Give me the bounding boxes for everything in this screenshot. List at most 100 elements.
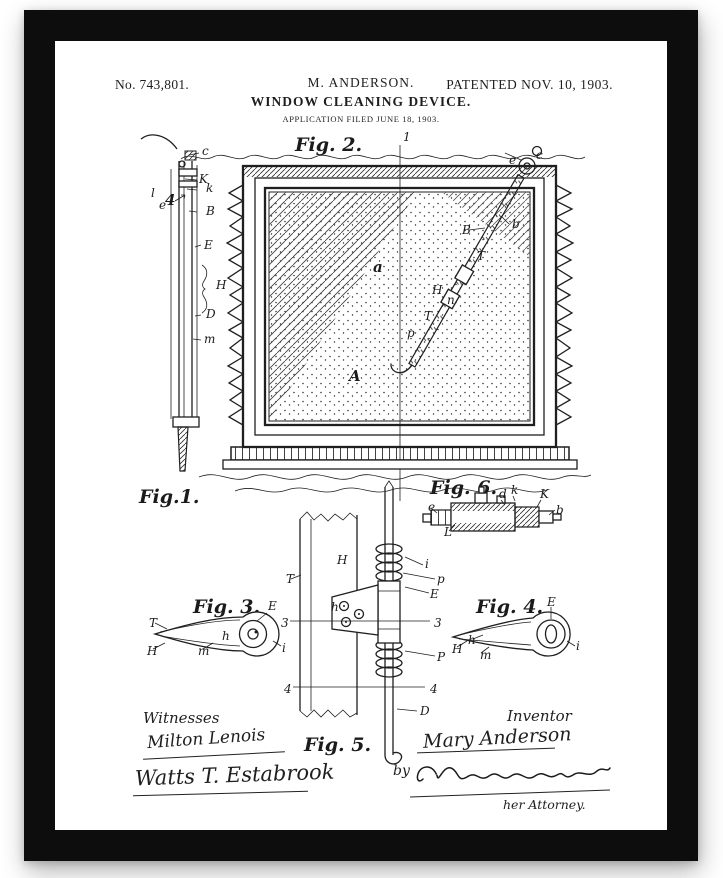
fig4-annotation: H <box>451 642 463 656</box>
fig2-annotation: B <box>461 223 471 237</box>
fig5-annotation: 4 <box>429 682 438 696</box>
fig2-drawing: Fig. 2. <box>180 130 592 501</box>
upper-clip <box>178 168 198 177</box>
wet-glass-hatch-right <box>441 192 530 257</box>
spring-upper <box>375 543 403 582</box>
fig3-annotation: h <box>222 629 230 643</box>
fig1-annotation: E <box>203 238 213 252</box>
spring-lower <box>375 639 403 678</box>
fig4-annotation: i <box>576 639 580 653</box>
frost-spikes-right <box>554 184 575 426</box>
wet-glass-hatch-left <box>269 192 417 421</box>
blade <box>177 426 189 472</box>
fig6-annotation: e <box>428 500 435 514</box>
fig2-label: Fig. 2. <box>294 134 362 156</box>
fig2-annotation: T <box>477 249 486 263</box>
bracket-plate <box>331 584 379 636</box>
leader-b <box>500 215 510 225</box>
fig1-annotation: B <box>205 204 215 218</box>
leader-ticks <box>430 495 556 532</box>
fig1-annotation: k <box>206 181 213 195</box>
header-center: M. ANDERSON. WINDOW CLEANING DEVICE. APP… <box>55 75 667 124</box>
rod-hook <box>384 751 403 765</box>
set-screw <box>474 492 488 504</box>
fig1-annotation: l <box>151 186 155 200</box>
fig1-annotation: D <box>205 307 216 321</box>
fig2-annotation: a <box>373 258 383 276</box>
fig6-annotation: L <box>443 525 452 539</box>
patent-drawing: Fig. 2. <box>138 130 592 765</box>
fig5-annotation: H <box>336 553 348 567</box>
bracket-bolts <box>338 600 365 628</box>
attorney-label: her Attorney. <box>503 797 586 812</box>
blade-outline <box>152 611 280 657</box>
top-cap <box>184 150 197 161</box>
fig6-annotation: K <box>539 487 550 501</box>
fig5-annotation: P <box>436 650 446 664</box>
leader-B <box>468 227 486 231</box>
rod-sleeve <box>377 580 401 644</box>
fig3-annotation: H <box>146 644 158 658</box>
witnesses-label: Witnesses <box>143 709 220 727</box>
fig4-annotation: E <box>546 595 556 609</box>
ground-line-2 <box>234 487 548 493</box>
application-line: APPLICATION FILED JUNE 18, 1903. <box>282 114 440 124</box>
wire <box>140 134 178 150</box>
fig3-annotation: i <box>282 641 286 655</box>
fig1-annotation: H <box>215 278 227 292</box>
window-sill <box>230 446 570 461</box>
fig2-annotation: c <box>536 148 543 162</box>
fig5-annotation: p <box>437 572 445 586</box>
fig2-annotation: A <box>347 367 361 385</box>
leader-ticks <box>456 607 576 654</box>
fig1-annotation: e <box>159 198 166 212</box>
fig5-annotation: h <box>331 600 339 614</box>
fig5-label: Fig. 5. <box>303 734 371 756</box>
wiper-arm <box>390 173 525 374</box>
inventor-name-caps: M. ANDERSON. <box>307 75 415 90</box>
ground-line-1 <box>198 474 592 480</box>
leader-ticks <box>152 612 282 650</box>
patent-number: No. 743,801. <box>115 77 190 92</box>
brace <box>201 264 208 314</box>
signature-underline <box>133 790 308 797</box>
window-sash-frame <box>263 186 536 427</box>
fig6-annotation: k <box>511 483 518 497</box>
fig2-annotation: n <box>447 293 455 307</box>
attorney-signature <box>416 766 611 782</box>
arrow-4 <box>174 194 186 202</box>
by-label: by <box>393 763 410 779</box>
fig5-drawing: Fig. 5. <box>281 480 446 765</box>
fig3-label: Fig. 3. <box>192 596 260 618</box>
fig3-annotation: E <box>267 599 277 613</box>
fig5-annotation: D <box>419 704 430 718</box>
fig1-drawing: Fig.1. c K k B l e 4 E H D m <box>138 134 227 508</box>
snow-line <box>180 154 586 160</box>
fig4-annotation: m <box>480 648 491 662</box>
fig6-drawing: Fig. 6. e L d k K b <box>422 477 564 539</box>
fig5-annotation: T <box>286 572 295 586</box>
fig2-annotation: p <box>407 326 415 340</box>
patent-title: WINDOW CLEANING DEVICE. <box>250 94 472 109</box>
fig4-label: Fig. 4. <box>475 596 543 618</box>
wiper-pivot <box>504 145 543 175</box>
leader-ticks <box>184 152 202 341</box>
torn-edge-top <box>299 511 358 522</box>
frame-top-hatch <box>244 167 555 177</box>
fig2-annotation: b <box>512 217 520 231</box>
patented-date: PATENTED NOV. 10, 1903. <box>446 77 613 92</box>
patent-page: No. 743,801. M. ANDERSON. WINDOW CLEANIN… <box>55 41 667 830</box>
fig1-annotation: m <box>204 332 215 346</box>
fig5-annotation: i <box>425 557 429 571</box>
fig2-annotation: H <box>431 283 443 297</box>
fig1-annotation: 4 <box>165 191 175 209</box>
frost-spikes-left <box>225 184 245 426</box>
fig1-annotation: K <box>198 172 209 186</box>
fig2-annotation: T <box>424 309 433 323</box>
fig2-annotation: e <box>509 153 516 167</box>
fig5-annotation: 3 <box>434 616 442 630</box>
fig4-annotation: h <box>468 633 476 647</box>
fig5-annotation: 3 <box>281 616 289 630</box>
fig6-annotation: b <box>556 503 564 517</box>
fig5-annotation: 4 <box>283 682 292 696</box>
